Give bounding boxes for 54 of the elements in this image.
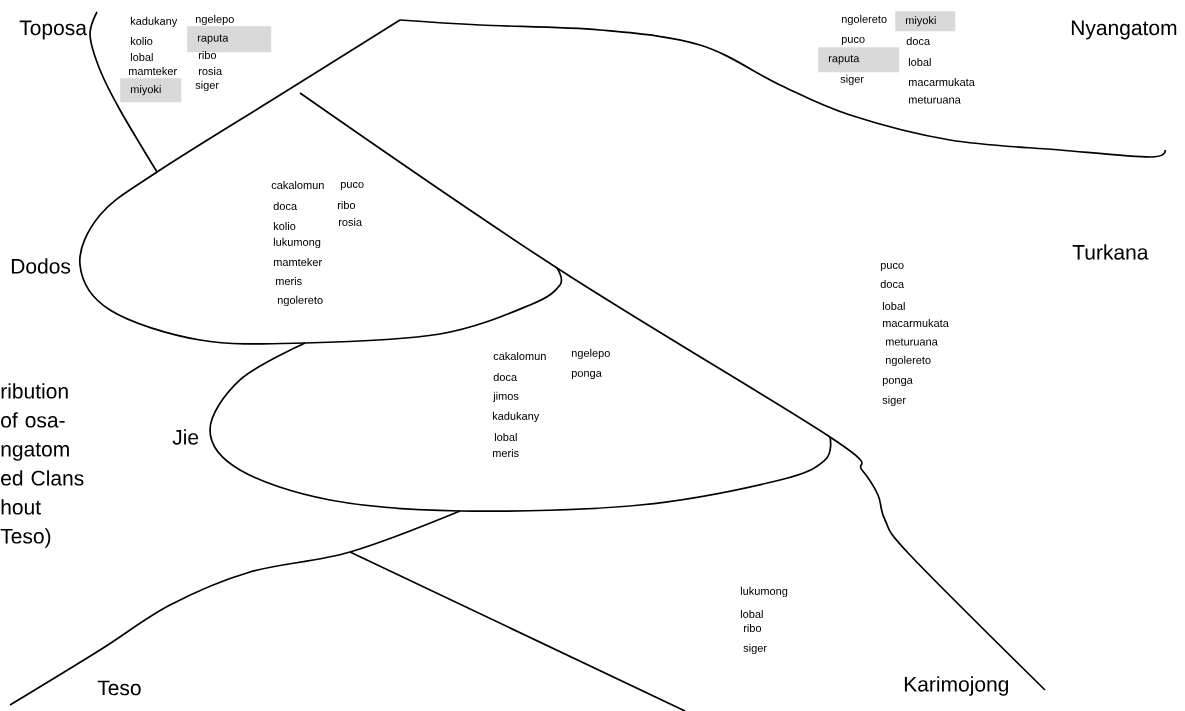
map-title: ribution of osa- ngatom ed Clans hout Teso) [0, 383, 84, 548]
clan-name: siger [882, 395, 906, 407]
clan-name: ribo [337, 200, 356, 210]
region-name: Karimojong [904, 676, 1009, 696]
clan-name: meris [275, 276, 302, 286]
clan-name: mamteker [273, 257, 322, 267]
clan-name: doca [880, 279, 905, 289]
highlighted-clan: miyoki [120, 78, 182, 103]
clan-name: meturuana [885, 338, 938, 346]
highlighted-clan: miyoki [895, 11, 956, 32]
clan-name: ribo [198, 50, 217, 60]
clan-name: siger [195, 80, 219, 92]
region-name: Dodos [11, 258, 71, 274]
region-name: Nyangatom [1071, 20, 1177, 40]
clan-name: lobal [494, 432, 517, 442]
clan-name: ngelepo [571, 348, 610, 360]
clan-name: rosia [338, 217, 363, 227]
clan-name: ponga [882, 377, 913, 387]
region-name: Jie [172, 429, 199, 445]
clan-name: kadukany [130, 16, 178, 28]
clan-name: kolio [273, 221, 296, 231]
clan-name: ribo [743, 623, 762, 633]
clan-name: ponga [571, 370, 602, 380]
region-name: Teso [97, 680, 141, 696]
clan-name: doca [906, 36, 931, 46]
clan-name: doca [493, 372, 518, 382]
clan-name: ngolereto [885, 355, 931, 367]
clan-name: lukumong [740, 586, 788, 598]
clan-name: lobal [740, 609, 763, 619]
clan-name: lukumong [273, 237, 321, 249]
clan-name: kadukany [492, 411, 540, 423]
region-name: Turkana [1072, 244, 1149, 260]
clan-name: lobal [130, 52, 153, 62]
clan-name: ngolereto [277, 295, 323, 307]
highlighted-clan: raputa [818, 47, 900, 73]
clan-name: rosia [198, 66, 223, 76]
clan-name: mamteker [128, 66, 177, 76]
region-name: Toposa [19, 20, 87, 40]
clan-name: meturuana [908, 96, 961, 104]
clan-name: doca [273, 201, 298, 211]
clan-name: puco [340, 181, 364, 191]
clan-name: meris [492, 448, 519, 458]
clan-name: kolio [130, 36, 153, 46]
clan-name: puco [841, 36, 865, 46]
clan-name: macarmukata [882, 318, 949, 328]
clan-name: puco [880, 262, 904, 272]
clan-name: ngolereto [841, 14, 887, 26]
clan-name: siger [743, 643, 767, 655]
clan-name: cakalomun [271, 180, 324, 190]
clan-name: jimos [492, 391, 519, 403]
clan-name: lobal [882, 301, 905, 311]
clan-name: macarmukata [908, 77, 975, 87]
clan-name: lobal [908, 57, 931, 67]
clan-name: cakalomun [493, 351, 546, 361]
